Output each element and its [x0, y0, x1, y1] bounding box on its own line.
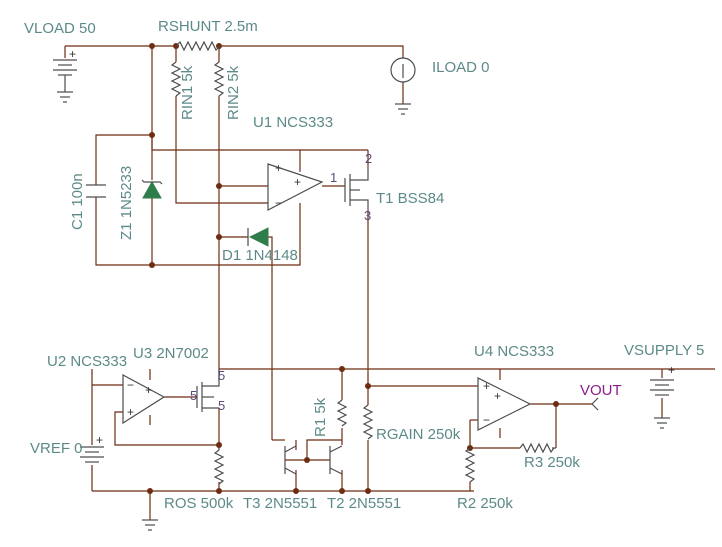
r2-label: R2 250k [457, 495, 513, 512]
u2-minus-in: − [127, 378, 134, 392]
vout-terminal-symbol [591, 397, 599, 411]
rin1-label: RIN1 5k [179, 65, 196, 120]
junction-nodes [147, 43, 559, 494]
r2-resistor-symbol [464, 447, 476, 483]
t2-npn-transistor-symbol [329, 445, 343, 475]
u3-source-pin: 5 [218, 398, 225, 413]
vsupply-label: VSUPPLY 5 [624, 342, 704, 359]
u3-gate-pin: 5 [190, 388, 197, 403]
t1-drain-pin: 3 [364, 208, 371, 223]
u4-plus-in: + [483, 379, 490, 393]
u2-plus-in: + [127, 405, 134, 419]
vsupply-battery-symbol [650, 379, 674, 429]
c1-label: C1 100n [69, 173, 86, 230]
rshunt-resistor-symbol [175, 40, 221, 52]
t1-source-pin: 2 [365, 151, 372, 166]
t1-gate-pin: 1 [330, 170, 337, 185]
rshunt-label: RSHUNT 2.5m [158, 18, 258, 35]
t1-pmos-symbol [344, 165, 369, 212]
rin1-resistor-symbol [170, 61, 182, 97]
vload-label: VLOAD 50 [24, 20, 96, 37]
main-ground-symbol [142, 519, 158, 531]
t2-label: T2 2N5551 [327, 495, 401, 512]
u1-label: U1 NCS333 [253, 114, 333, 131]
ros-resistor-symbol [213, 449, 225, 485]
u4-minus-in: − [483, 413, 490, 427]
u1-minus-in: − [275, 196, 282, 210]
ros-label: ROS 500k [164, 495, 234, 512]
u4-opamp-symbol [477, 377, 532, 431]
vref-plus-sign: + [96, 433, 103, 447]
rgain-label: RGAIN 250k [376, 426, 461, 443]
iload-label: ILOAD 0 [432, 59, 490, 76]
rgain-resistor-symbol [362, 404, 374, 440]
iload-current-source-symbol [390, 57, 416, 115]
d1-diode-symbol [247, 227, 269, 247]
r1-label: R1 5k [312, 397, 329, 437]
c1-capacitor-symbol [86, 184, 106, 198]
vload-battery-symbol [53, 59, 77, 103]
z1-label: Z1 1N5233 [118, 166, 135, 240]
u3-nmos-symbol [196, 369, 220, 412]
vref-battery-symbol [80, 446, 104, 463]
u4-supply-plus: + [494, 389, 501, 403]
t3-label: T3 2N5551 [243, 495, 317, 512]
u3-label: U3 2N7002 [133, 345, 209, 362]
t1-label: T1 BSS84 [376, 190, 444, 207]
z1-zener-diode-symbol [141, 179, 163, 199]
r3-resistor-symbol [519, 442, 555, 454]
u2-opamp-symbol [122, 373, 166, 425]
u2-label: U2 NCS333 [47, 353, 127, 370]
wires [64, 45, 715, 520]
u4-label: U4 NCS333 [474, 343, 554, 360]
d1-label: D1 1N4148 [222, 247, 298, 264]
vload-plus-sign: + [69, 47, 76, 61]
vout-label: VOUT [580, 382, 622, 399]
u1-plus-in: + [275, 161, 282, 175]
rin2-resistor-symbol [213, 61, 225, 97]
r1-resistor-symbol [336, 399, 348, 427]
vref-label: VREF 0 [30, 440, 83, 457]
u1-supply-plus: + [294, 175, 301, 189]
vsupply-plus-sign: + [668, 363, 675, 377]
t3-npn-transistor-symbol [284, 445, 297, 475]
r3-label: R3 250k [524, 454, 580, 471]
u3-drain-pin: 5 [218, 368, 225, 383]
u1-opamp-symbol [267, 163, 324, 211]
rin2-label: RIN2 5k [225, 65, 242, 120]
u2-supply-plus: + [145, 383, 152, 397]
